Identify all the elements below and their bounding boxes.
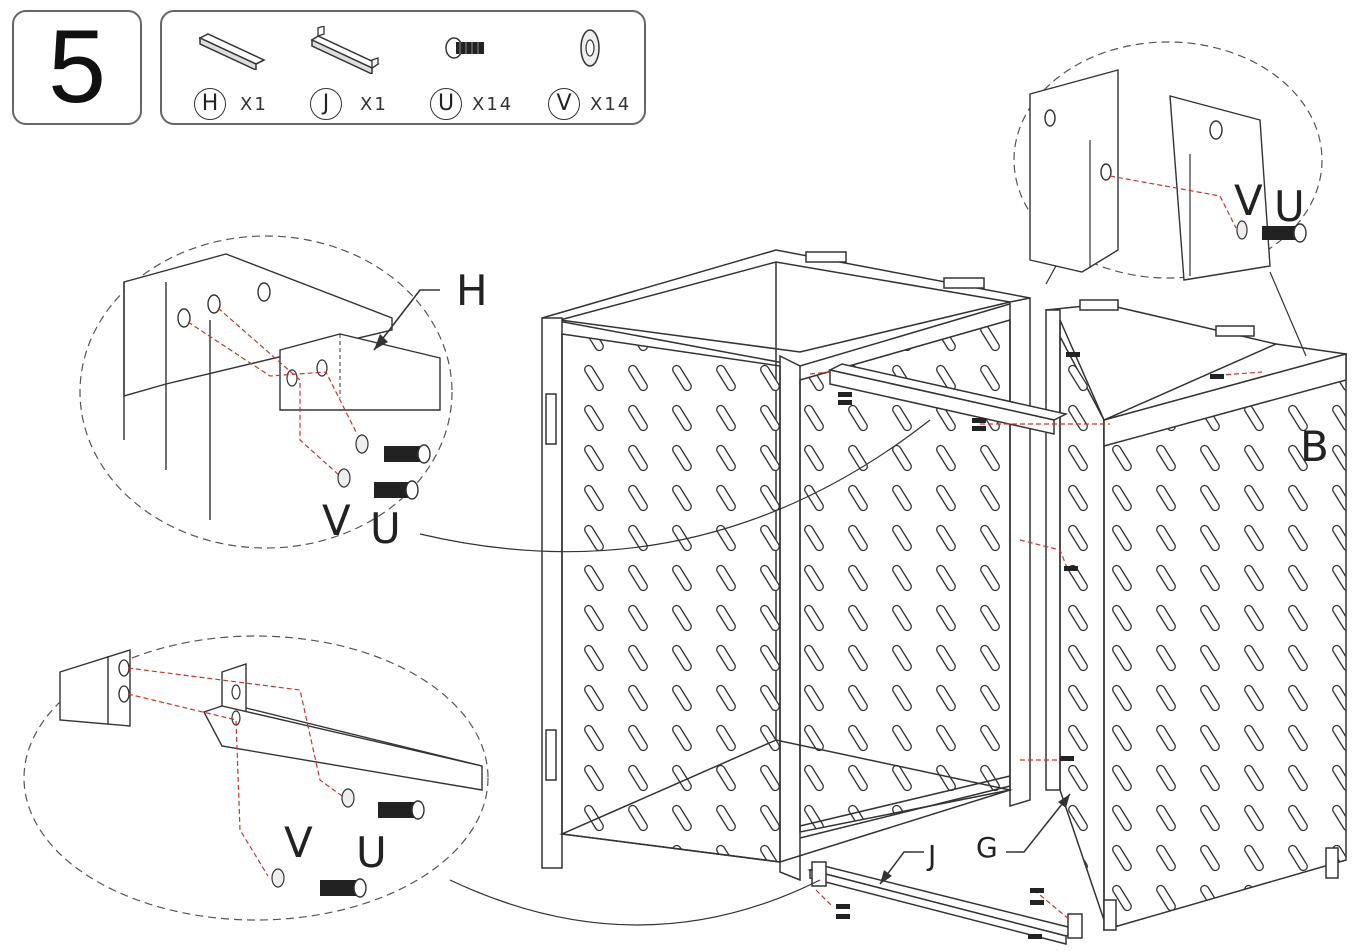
part-id-j: J — [310, 88, 342, 120]
callout-b: B — [1300, 422, 1329, 471]
part-qty-u: X14 — [472, 94, 514, 115]
bracket-j-part — [807, 861, 1083, 945]
step-number-box: 5 — [12, 9, 142, 125]
part-id-v: V — [548, 88, 580, 120]
callout-detail-right-v: V — [1234, 176, 1263, 225]
left-cabinet — [541, 249, 1031, 882]
part-qty-h: X1 — [240, 94, 268, 115]
callout-detail-right-u: U — [1274, 182, 1305, 231]
detail-bubble-bottom — [23, 635, 821, 926]
bolt-icon — [445, 37, 484, 59]
angle-bracket-icon — [310, 26, 380, 74]
callout-g: G — [976, 831, 998, 864]
step-number: 5 — [48, 9, 106, 125]
detail-bubble-left — [79, 235, 931, 553]
callout-detail-bottom-v: V — [284, 818, 313, 867]
callout-detail-bottom-u: U — [356, 828, 387, 877]
g-leader — [1006, 793, 1071, 853]
part-qty-v: X14 — [590, 94, 632, 115]
rail-bar-icon — [198, 33, 266, 70]
callout-detail-left-v: V — [322, 496, 351, 545]
part-id-u: U — [430, 88, 462, 120]
callout-h: H — [456, 266, 488, 315]
callout-detail-left-u: U — [370, 504, 401, 553]
washer-icon — [580, 29, 600, 67]
rail-h-part — [827, 363, 1069, 435]
part-id-h: H — [194, 88, 226, 120]
callout-j: J — [928, 839, 937, 872]
part-qty-j: X1 — [360, 94, 388, 115]
scene-bolts — [836, 352, 1224, 939]
detail-bubble-top-right — [1013, 41, 1323, 357]
parts-list: H X1 J X1 U X14 V X14 — [160, 10, 646, 125]
right-cabinet — [1044, 96, 1347, 931]
